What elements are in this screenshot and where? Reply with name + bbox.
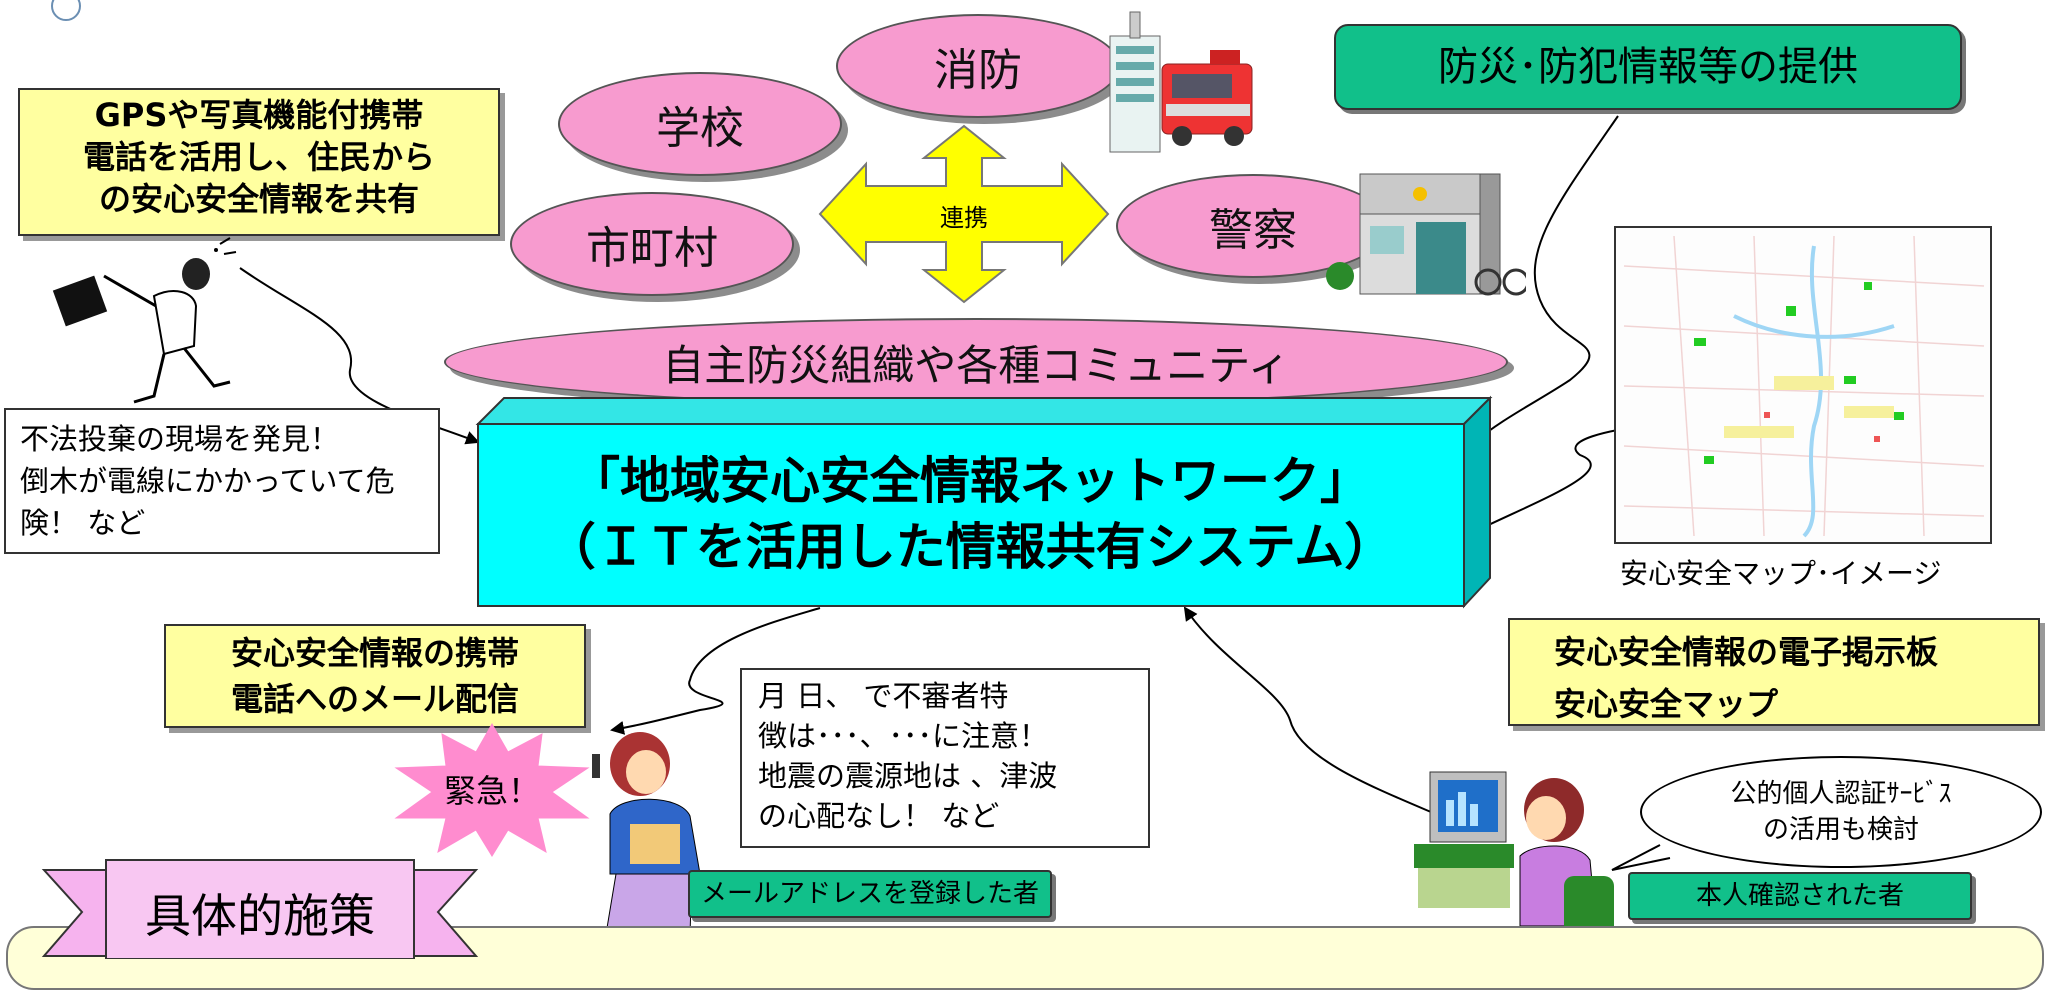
mail-delivery-box: 安心安全情報の携帯 電話へのメール配信	[164, 624, 586, 728]
woman-mobile-icon	[592, 732, 701, 957]
auth-bubble-tail	[1611, 844, 1671, 871]
woman-phone-icon	[52, 237, 237, 404]
alert-examples-box: 月 日、 で不審者特 徴は･･･、･･･に注意！ 地震の震源地は 、津波 の心配…	[740, 668, 1150, 848]
alert-line-1: 月 日、 で不審者特	[758, 679, 1009, 713]
auth-line-2: の活用も検討	[1762, 815, 1919, 845]
urgent-burst	[394, 722, 590, 857]
board-line-2: 安心安全マップ	[1554, 685, 1779, 723]
node-police: 警察	[1116, 174, 1390, 278]
alert-line-3: 地震の震源地は 、津波	[758, 759, 1058, 793]
mail-registered-label: メールアドレスを登録した者	[688, 870, 1052, 918]
report-examples-box: 不法投棄の現場を発見！ 倒木が電線にかかっていて危 険！ など	[4, 408, 440, 554]
network-title-line-2: （ＩＴを活用した情報共有システム）	[545, 518, 1395, 576]
auth-speech-bubble: 公的個人認証ｻｰﾋﾞｽ の活用も検討	[1640, 756, 2042, 868]
alert-line-2: 徴は･･･、･･･に注意！	[758, 719, 1049, 753]
connector-pc-to-network	[1183, 606, 1446, 819]
map-caption: 安心安全マップ･イメージ	[1620, 557, 1942, 590]
corner-bubble	[51, 0, 81, 21]
node-municipality: 市町村	[510, 192, 794, 296]
gps-line-3: の安心安全情報を共有	[98, 180, 419, 218]
fire-station-icon	[1109, 11, 1253, 153]
network-box-3d	[475, 395, 1493, 609]
auth-line-1: 公的個人認証ｻｰﾋﾞｽ	[1730, 779, 1952, 809]
measures-label: 具体的施策	[145, 889, 375, 943]
provide-info-label: 防災･防犯情報等の提供	[1334, 24, 1962, 110]
alert-line-4: の心配なし！ など	[758, 799, 1000, 833]
connector-provide-to-network	[1473, 115, 1619, 444]
mail-line-2: 電話へのメール配信	[230, 680, 519, 718]
cooperation-arrow	[818, 124, 1110, 304]
bulletin-board-box: 安心安全情報の電子掲示板 安心安全マップ	[1508, 618, 2040, 726]
safety-map-image	[1614, 226, 1992, 544]
node-community: 自主防災組織や各種コミュニティ	[444, 318, 1508, 406]
connector-network-to-mail	[610, 607, 821, 735]
board-line-1: 安心安全情報の電子掲示板	[1554, 633, 1939, 671]
measures-ribbon	[41, 859, 479, 959]
gps-line-2: 電話を活用し、住民から	[82, 138, 435, 176]
report-line-3: 険！ など	[20, 506, 146, 540]
node-school: 学校	[558, 72, 842, 176]
network-title-line-1: 「地域安心安全情報ネットワーク」	[570, 452, 1370, 510]
network-title: 「地域安心安全情報ネットワーク」 （ＩＴを活用した情報共有システム）	[480, 448, 1460, 580]
report-line-1: 不法投棄の現場を発見！	[20, 422, 340, 456]
cooperation-label: 連携	[940, 204, 988, 232]
mail-line-1: 安心安全情報の携帯	[230, 634, 519, 672]
report-line-2: 倒木が電線にかかっていて危	[20, 464, 395, 498]
verified-user-label: 本人確認された者	[1628, 872, 1972, 920]
police-box-icon	[1326, 173, 1526, 296]
node-fire: 消防	[836, 14, 1120, 118]
gps-share-box: GPSや写真機能付携帯 電話を活用し、住民から の安心安全情報を共有	[18, 88, 500, 236]
urgent-label: 緊急！	[443, 772, 540, 810]
gps-line-1: GPSや写真機能付携帯	[94, 96, 424, 134]
